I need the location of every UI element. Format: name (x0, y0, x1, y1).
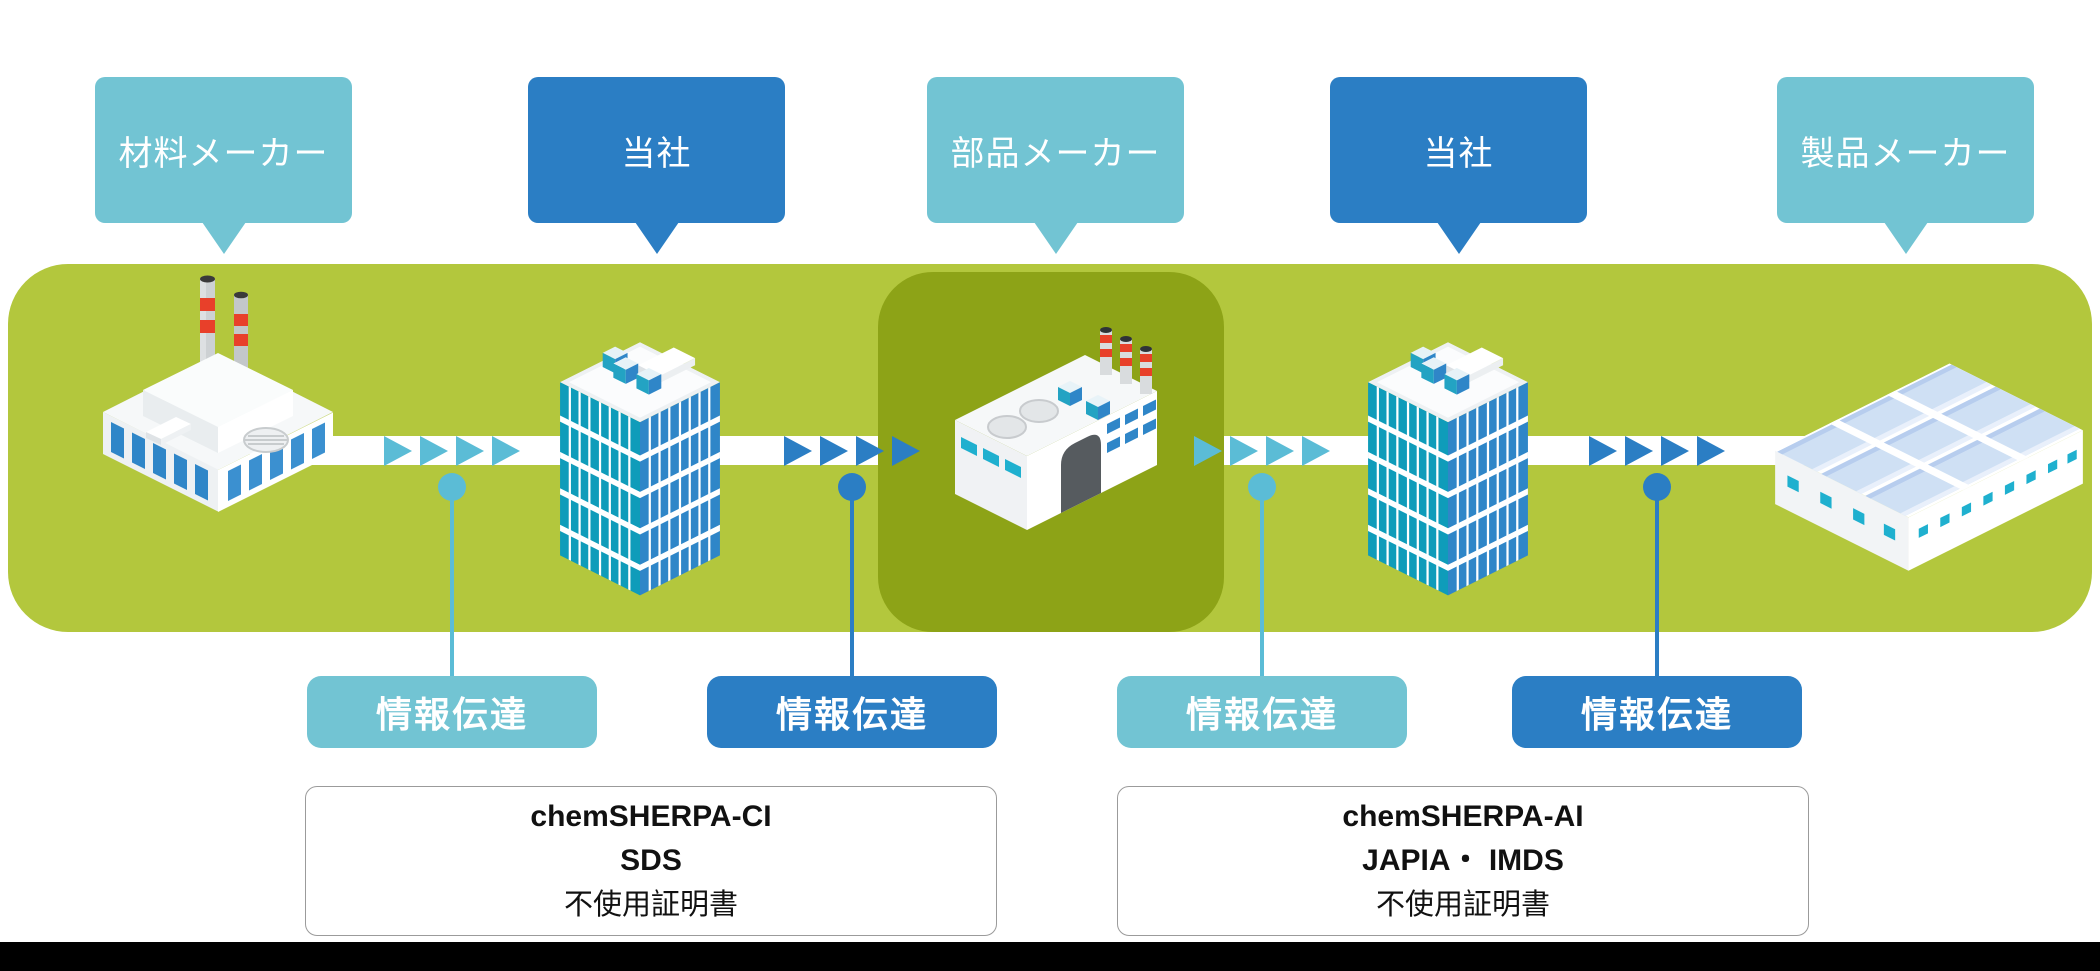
material-factory-icon (103, 275, 333, 512)
footer-bar (0, 942, 2100, 971)
office-tower-icon (1368, 342, 1528, 596)
info-transfer-label-3: 情報伝達 (1117, 676, 1407, 748)
warehouse-icon (1775, 363, 2083, 571)
speech-bubble-material-maker: 材料メーカー (95, 77, 352, 223)
info-transfer-label-2: 情報伝達 (707, 676, 997, 748)
connector-dot-3 (1248, 473, 1276, 501)
arrow-right-icon (1697, 436, 1725, 466)
info-transfer-label-1: 情報伝達 (307, 676, 597, 748)
speech-bubble-product-maker: 製品メーカー (1777, 77, 2034, 223)
document-box-ai: chemSHERPA-AI JAPIA・ IMDS 不使用証明書 (1117, 786, 1809, 936)
arrow-right-icon (784, 436, 812, 466)
info-transfer-text: 情報伝達 (1185, 694, 1338, 735)
info-transfer-label-4: 情報伝達 (1512, 676, 1802, 748)
parts-factory-icon (955, 327, 1157, 530)
document-line: 不使用証明書 (1375, 889, 1550, 921)
connector-dot-4 (1643, 473, 1671, 501)
document-box-ci: chemSHERPA-CI SDS 不使用証明書 (305, 786, 997, 936)
office-tower-icon (560, 342, 720, 596)
arrow-right-icon (384, 436, 412, 466)
arrow-right-icon (1661, 436, 1689, 466)
arrow-right-icon (1266, 436, 1294, 466)
info-transfer-text: 情報伝達 (775, 694, 928, 735)
connector-line-3 (1260, 487, 1264, 676)
connector-line-2 (850, 487, 854, 676)
document-line: SDS (620, 844, 682, 877)
arrow-right-icon (1302, 436, 1330, 466)
bubble-label: 部品メーカー (950, 134, 1161, 173)
bubble-label: 当社 (621, 134, 692, 173)
document-line: chemSHERPA-CI (530, 800, 772, 833)
arrow-right-icon (856, 436, 884, 466)
speech-bubble-parts-maker: 部品メーカー (927, 77, 1184, 223)
connector-line-4 (1655, 487, 1659, 676)
connector-dot-1 (438, 473, 466, 501)
arrow-right-icon (820, 436, 848, 466)
speech-bubble-our-company-2: 当社 (1330, 77, 1587, 223)
connector-line-1 (450, 487, 454, 676)
document-line: JAPIA・ IMDS (1362, 844, 1564, 877)
document-line: chemSHERPA-AI (1342, 800, 1584, 833)
info-transfer-text: 情報伝達 (1580, 694, 1733, 735)
bubble-label: 当社 (1423, 134, 1494, 173)
arrow-right-icon (1194, 436, 1222, 466)
arrow-right-icon (492, 436, 520, 466)
arrow-right-icon (456, 436, 484, 466)
arrow-right-icon (1625, 436, 1653, 466)
bubble-label: 材料メーカー (118, 134, 329, 173)
info-transfer-text: 情報伝達 (375, 694, 528, 735)
bubble-label: 製品メーカー (1800, 134, 2011, 173)
speech-bubble-our-company-1: 当社 (528, 77, 785, 223)
arrow-right-icon (1589, 436, 1617, 466)
arrow-right-icon (420, 436, 448, 466)
arrow-right-icon (1230, 436, 1258, 466)
connector-dot-2 (838, 473, 866, 501)
arrow-right-icon (892, 436, 920, 466)
document-line: 不使用証明書 (563, 889, 738, 921)
